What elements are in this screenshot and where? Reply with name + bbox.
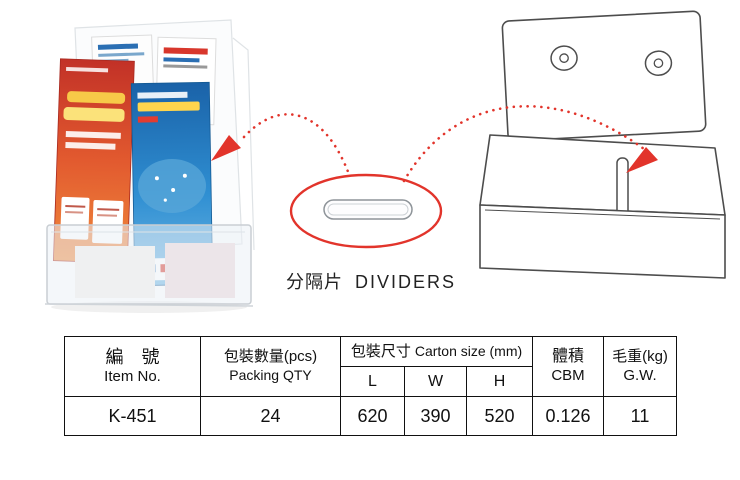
- divider-part-inner-edge: [327, 203, 409, 216]
- divider-caption-en: DIVIDERS: [355, 272, 457, 292]
- table-row: K-451 24 620 390 520 0.126 11: [64, 396, 678, 436]
- callout-ellipse: [289, 173, 443, 249]
- header-item-no-en: Item No.: [104, 368, 161, 386]
- header-length: L: [340, 366, 405, 397]
- technical-drawing: [479, 10, 726, 279]
- front-wall-inner-edge: [484, 209, 721, 220]
- cell-height: 520: [465, 396, 534, 436]
- cell-width: 390: [404, 396, 467, 436]
- tray-opening: [479, 134, 726, 216]
- header-height: H: [465, 366, 534, 397]
- cell-item-no: K-451: [64, 396, 201, 436]
- header-carton-zh: 包裝尺寸: [350, 342, 411, 360]
- cell-cbm: 0.126: [532, 396, 605, 436]
- header-gross-weight: 毛重(kg) G.W.: [603, 336, 678, 397]
- header-volume-zh: 體積: [552, 348, 585, 366]
- header-packing-en: Packing QTY: [229, 367, 312, 384]
- cell-packing-qty: 24: [200, 396, 341, 436]
- cell-gw: 11: [603, 396, 678, 436]
- header-weight-en: G.W.: [623, 366, 657, 384]
- product-photo: [45, 19, 255, 313]
- header-width: W: [404, 366, 467, 397]
- header-carton-en: Carton size (mm): [414, 342, 523, 359]
- cell-length: 620: [340, 396, 405, 436]
- header-packing-zh: 包裝數量(pcs): [223, 348, 318, 366]
- header-item-no: 編 號 Item No.: [64, 336, 201, 397]
- divider-caption: 分隔片 DIVIDERS: [286, 268, 486, 294]
- divider-part: [323, 199, 413, 220]
- base-edge: [45, 303, 254, 307]
- back-panel-drawing: [501, 10, 707, 142]
- acrylic-side-edge: [232, 37, 255, 251]
- header-weight-zh: 毛重(kg): [612, 347, 668, 365]
- header-volume-en: CBM: [551, 367, 585, 385]
- acrylic-front-pocket: [46, 224, 252, 305]
- divider-in-tray: [616, 157, 629, 219]
- tray-front-wall: [479, 204, 726, 279]
- header-item-no-zh: 編 號: [105, 346, 160, 367]
- header-packing-qty: 包裝數量(pcs) Packing QTY: [200, 336, 341, 397]
- header-volume: 體積 CBM: [532, 336, 605, 397]
- divider-caption-zh: 分隔片: [286, 272, 343, 292]
